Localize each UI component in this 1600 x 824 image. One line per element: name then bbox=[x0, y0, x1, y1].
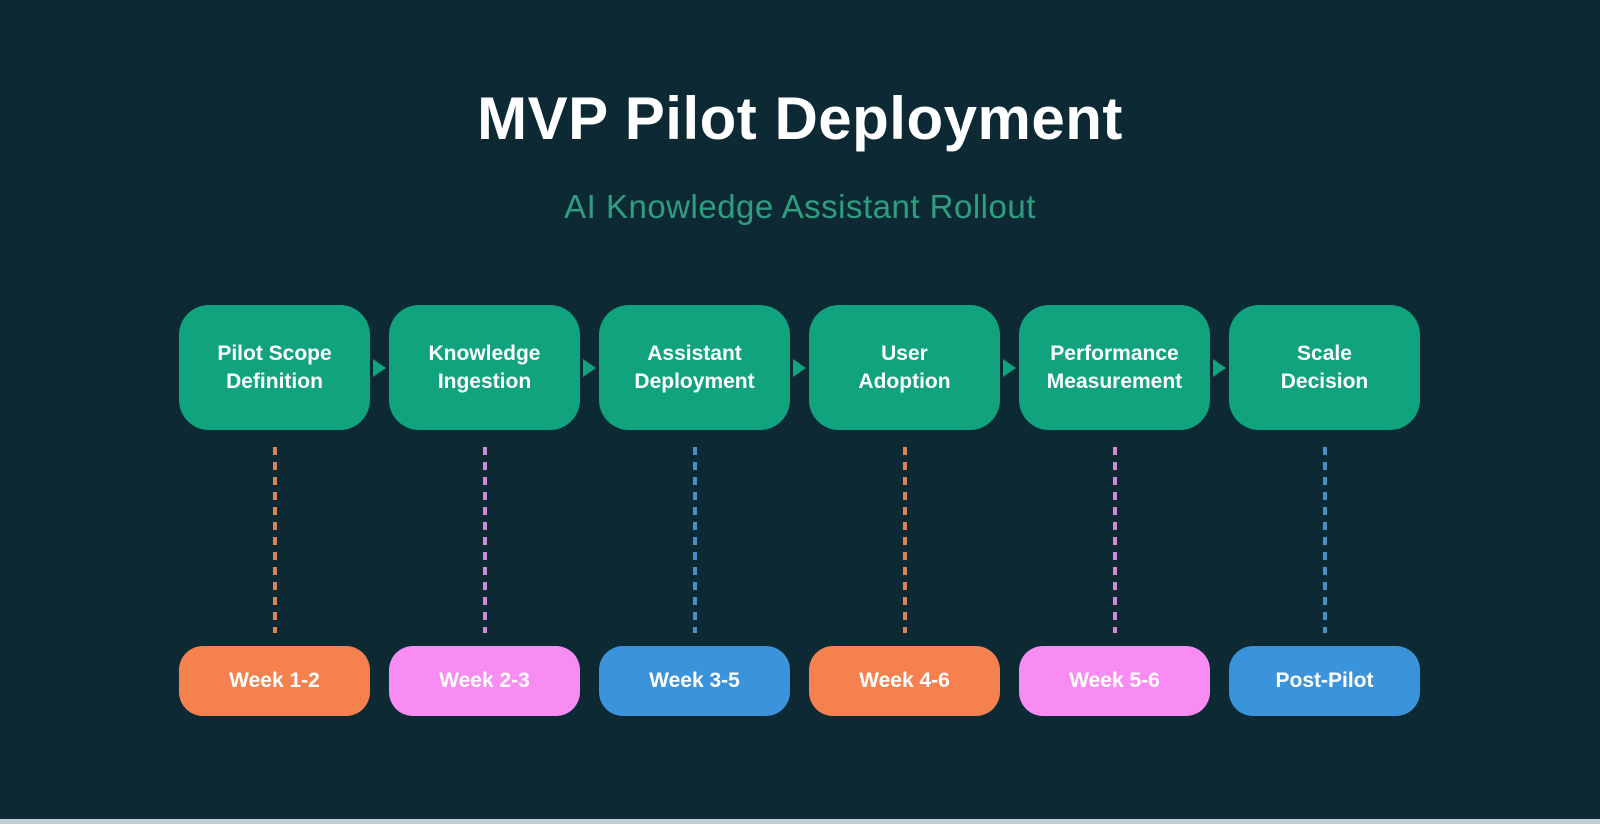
stage-node: User Adoption bbox=[809, 305, 1000, 430]
page-title: MVP Pilot Deployment bbox=[477, 85, 1123, 152]
page-subtitle: AI Knowledge Assistant Rollout bbox=[564, 188, 1036, 225]
timeline-label: Post-Pilot bbox=[1275, 669, 1374, 692]
stage-node: Scale Decision bbox=[1229, 305, 1420, 430]
timeline-pill: Week 5-6 bbox=[1019, 646, 1210, 716]
timeline-label: Week 2-3 bbox=[439, 669, 530, 692]
timeline-label: Week 4-6 bbox=[859, 669, 950, 692]
stage-label: User Adoption bbox=[858, 341, 951, 393]
bottom-edge-strip bbox=[0, 819, 1600, 824]
stage-column-user-adoption: User Adoption Week 4-6 bbox=[809, 305, 1016, 716]
stage-label: Assistant Deployment bbox=[634, 341, 755, 393]
timeline-pill: Post-Pilot bbox=[1229, 646, 1420, 716]
dashed-connector bbox=[482, 447, 487, 633]
timeline-pill: Week 2-3 bbox=[389, 646, 580, 716]
timeline-label: Week 3-5 bbox=[649, 669, 740, 692]
stage-column-performance-measurement: Performance Measurement Week 5-6 bbox=[1019, 305, 1226, 716]
stage-node: Assistant Deployment bbox=[599, 305, 790, 430]
pipeline-flow: Pilot Scope Definition Week 1-2 Knowledg… bbox=[179, 305, 1420, 716]
stage-label: Knowledge Ingestion bbox=[428, 341, 541, 393]
stage-label: Performance Measurement bbox=[1046, 341, 1183, 393]
timeline-label: Week 5-6 bbox=[1069, 669, 1160, 692]
arrow-right-icon bbox=[793, 359, 806, 377]
timeline-pill: Week 4-6 bbox=[809, 646, 1000, 716]
dashed-connector bbox=[1322, 447, 1327, 633]
stage-label: Scale Decision bbox=[1280, 341, 1369, 393]
stage-node: Performance Measurement bbox=[1019, 305, 1210, 430]
dashed-connector bbox=[692, 447, 697, 633]
stage-column-assistant-deployment: Assistant Deployment Week 3-5 bbox=[599, 305, 806, 716]
dashed-connector bbox=[1112, 447, 1117, 633]
stage-column-scale-decision: Scale Decision Post-Pilot bbox=[1229, 305, 1420, 716]
dashed-connector bbox=[272, 447, 277, 633]
arrow-right-icon bbox=[373, 359, 386, 377]
dashed-connector bbox=[902, 447, 907, 633]
timeline-pill: Week 1-2 bbox=[179, 646, 370, 716]
stage-node: Knowledge Ingestion bbox=[389, 305, 580, 430]
arrow-right-icon bbox=[583, 359, 596, 377]
stage-column-knowledge-ingestion: Knowledge Ingestion Week 2-3 bbox=[389, 305, 596, 716]
arrow-right-icon bbox=[1213, 359, 1226, 377]
stage-column-pilot-scope: Pilot Scope Definition Week 1-2 bbox=[179, 305, 386, 716]
stage-label: Pilot Scope Definition bbox=[217, 341, 332, 393]
stage-node: Pilot Scope Definition bbox=[179, 305, 370, 430]
arrow-right-icon bbox=[1003, 359, 1016, 377]
timeline-pill: Week 3-5 bbox=[599, 646, 790, 716]
timeline-label: Week 1-2 bbox=[229, 669, 320, 692]
